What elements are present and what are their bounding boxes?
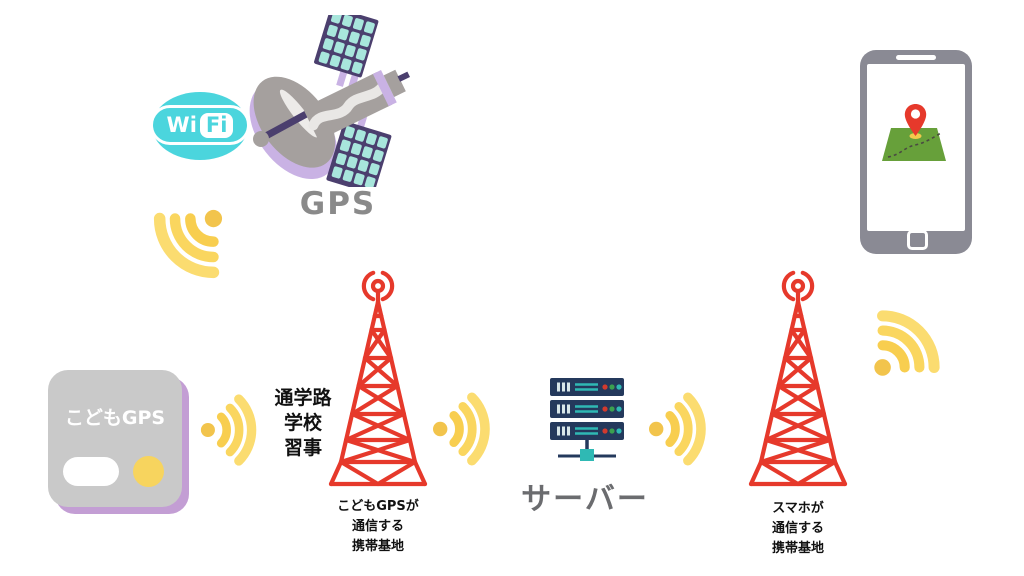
smartphone-home-button (907, 230, 928, 250)
tower1-caption: こどもGPSが 通信する 携帯基地 (323, 497, 433, 557)
server-rack-icon (550, 378, 624, 461)
cell-tower-icon-tracker (327, 266, 429, 494)
tower2-caption-line3: 携帯基地 (771, 541, 824, 556)
tower2-caption-line2: 通信する (771, 521, 824, 536)
wifi-signal-icon-tower2-to-phone (841, 279, 971, 409)
wifi-signal-icon-tracker-to-tower1 (197, 381, 275, 479)
wifi-logo-icon: Wi Fi (150, 92, 250, 160)
tower2-caption-line1: スマホが (772, 501, 824, 516)
wifi-logo-badge: Wi Fi (150, 105, 250, 145)
route-note-line2: 学校 (283, 412, 322, 434)
wifi-signal-icon-tower1-to-server (429, 379, 509, 479)
gps-tracker-button-round (133, 456, 164, 487)
gps-satellite-label: GPS (299, 186, 377, 222)
map-pin-icon (904, 104, 927, 139)
wifi-signal-icon-wifi-to-tracker (120, 174, 257, 311)
wifi-logo-text-left: Wi (166, 112, 197, 137)
tower2-caption: スマホが 通信する 携帯基地 (743, 499, 853, 559)
route-note-line1: 通学路 (274, 387, 332, 409)
gps-tracker-label: こどもGPS (64, 407, 166, 429)
gps-tracker-button-pill (63, 457, 119, 486)
cell-tower-icon-smartphone (747, 266, 849, 494)
tower1-caption-line2: 通信する (351, 519, 404, 534)
gps-satellite-icon (249, 15, 410, 187)
wifi-signal-icon-server-to-tower2 (645, 379, 725, 479)
smartphone-icon (860, 50, 972, 254)
map-icon (882, 128, 946, 161)
tower1-caption-line1: こどもGPSが (337, 499, 419, 514)
route-note-line3: 習事 (283, 437, 322, 459)
server-label: サーバー (521, 482, 649, 517)
route-note: 通学路 学校 習事 (265, 386, 341, 461)
wifi-logo-fi-box: Fi (199, 112, 234, 138)
smartphone-speaker (896, 55, 936, 60)
tower1-caption-line3: 携帯基地 (351, 539, 404, 554)
gps-tracker-body: こどもGPS (48, 370, 182, 507)
gps-tracker-icon: こどもGPS (48, 370, 189, 514)
wifi-logo-text-right: Fi (205, 112, 228, 137)
